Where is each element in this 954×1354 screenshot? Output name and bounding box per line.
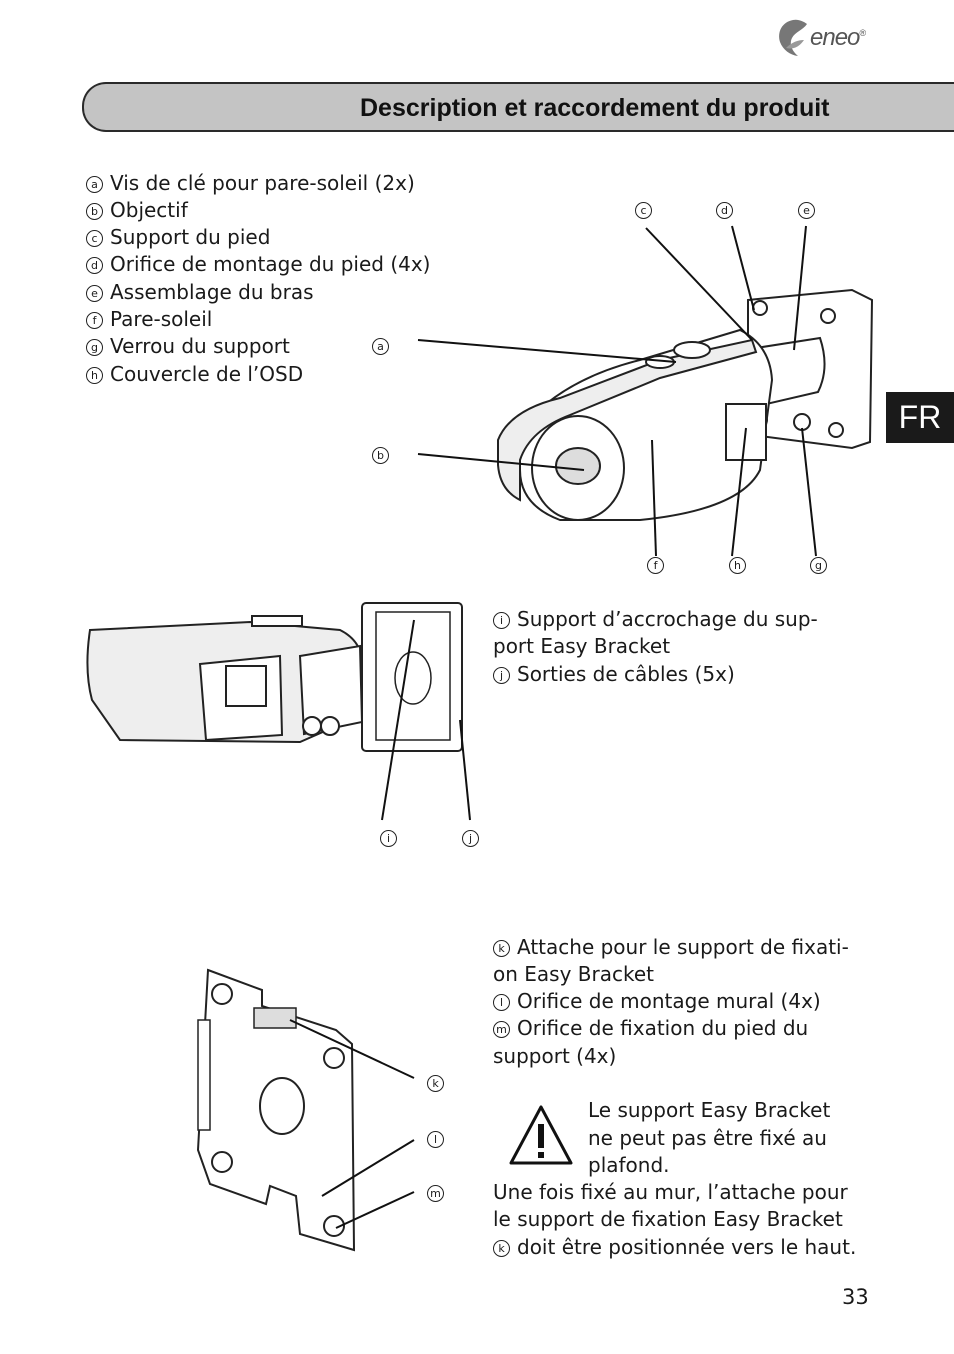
language-tab: FR <box>886 392 954 443</box>
warning-text-line: Le support Easy Bracket <box>588 1098 831 1122</box>
callout-label: e <box>798 202 815 219</box>
easy-bracket-clip <box>253 1007 297 1029</box>
eneo-leaf-icon <box>779 19 807 57</box>
arm-assembly <box>754 336 826 407</box>
callout-label: d <box>716 202 733 219</box>
brand-logo: eneo® <box>776 18 886 58</box>
warning-text-line: ne peut pas être fixé au <box>588 1126 827 1150</box>
bracket-side-illustration <box>86 602 471 821</box>
legend-item-continuation: on Easy Bracket <box>493 962 654 986</box>
callout-label: f <box>647 557 664 574</box>
callout-label: m <box>427 1185 444 1202</box>
page-title: Description et raccordement du produit <box>360 94 830 122</box>
warning-triangle-icon <box>509 1105 573 1165</box>
callout-label: c <box>635 202 652 219</box>
callout-label: k <box>427 1075 444 1092</box>
legend-item-continuation: support (4x) <box>493 1044 617 1068</box>
callout-label: j <box>462 830 479 847</box>
bracket-lock <box>793 413 811 431</box>
legend-item-continuation: port Easy Bracket <box>493 634 671 658</box>
header-bar <box>82 82 954 132</box>
callout-label: g <box>810 557 827 574</box>
callout-label: a <box>372 338 389 355</box>
note-text-line: Une fois fixé au mur, l’attache pour <box>493 1180 848 1204</box>
camera-illustration <box>417 225 874 557</box>
sunshield <box>497 338 758 502</box>
callout-label: l <box>427 1131 444 1148</box>
lens <box>555 447 601 485</box>
callout-label: b <box>372 447 389 464</box>
brand-wordmark: eneo® <box>810 24 866 51</box>
warning-text-line: plafond. <box>588 1153 670 1177</box>
note-text-line: le support de fixation Easy Bracket <box>493 1207 843 1231</box>
callout-label: h <box>729 557 746 574</box>
callout-label: i <box>380 830 397 847</box>
page-number: 33 <box>842 1285 869 1309</box>
mounting-plate-illustration <box>196 968 415 1252</box>
